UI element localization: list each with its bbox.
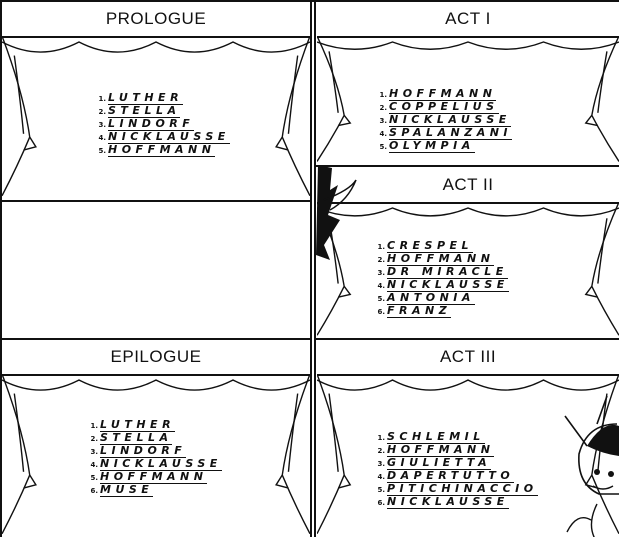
epilogue-title: EPILOGUE [2, 340, 310, 376]
cast-number: 3. [373, 458, 385, 471]
cast-number: 2. [86, 433, 98, 446]
cast-number: 1. [375, 89, 387, 102]
cast-number: 2. [94, 106, 106, 119]
act2-title: ACT II [317, 168, 619, 204]
cast-number: 5. [94, 145, 106, 158]
prologue-title: PROLOGUE [2, 2, 310, 38]
cast-number: 5. [373, 293, 385, 306]
cast-number: 5. [86, 472, 98, 485]
outer-frame-top [0, 0, 619, 2]
horizontal-divider-left-top [0, 200, 312, 202]
act1-title: ACT I [317, 2, 619, 38]
cast-item: 6.MUSE [86, 484, 222, 497]
jester-character-drawing [547, 394, 619, 537]
cast-number: 3. [86, 446, 98, 459]
cast-item: 5.HOFFMANN [94, 144, 230, 157]
cast-item: 6.NICKLAUSSE [373, 496, 538, 509]
cast-name: OLYMPIA [389, 140, 475, 153]
horizontal-divider-right-mid [316, 338, 619, 340]
cast-number: 2. [373, 254, 385, 267]
cast-name: NICKLAUSSE [387, 496, 509, 509]
cast-item: 5.OLYMPIA [375, 140, 512, 153]
cast-name: MUSE [100, 484, 153, 497]
act1-stage: 1.HOFFMANN2.COPPELIUS3.NICKLAUSSE4.SPALA… [317, 36, 619, 164]
cast-name: HOFFMANN [108, 144, 215, 157]
cast-number: 3. [375, 115, 387, 128]
cast-number: 4. [373, 280, 385, 293]
horizontal-divider-left-mid [0, 338, 312, 340]
cast-number: 1. [94, 93, 106, 106]
cast-number: 6. [373, 306, 385, 319]
cast-number: 2. [373, 445, 385, 458]
cast-number: 4. [375, 128, 387, 141]
cast-number: 4. [86, 459, 98, 472]
cast-number: 4. [94, 132, 106, 145]
cast-name: FRANZ [387, 305, 451, 318]
cast-number: 2. [375, 102, 387, 115]
act3-cast-list: 1.SCHLEMIL2.HOFFMANN3.GIULIETTA4.DAPERTU… [373, 431, 538, 509]
cast-number: 1. [373, 241, 385, 254]
cast-item: 6.FRANZ [373, 305, 509, 318]
cast-number: 4. [373, 471, 385, 484]
cast-number: 3. [373, 267, 385, 280]
cast-number: 3. [94, 119, 106, 132]
vertical-divider-2 [314, 0, 316, 537]
act3-title: ACT III [317, 340, 619, 376]
cast-number: 1. [86, 420, 98, 433]
horizontal-divider-right-top [316, 165, 619, 167]
cast-number: 6. [373, 497, 385, 510]
act1-cast-list: 1.HOFFMANN2.COPPELIUS3.NICKLAUSSE4.SPALA… [375, 88, 512, 153]
vertical-divider [310, 0, 312, 537]
cast-number: 1. [373, 432, 385, 445]
cast-number: 5. [375, 141, 387, 154]
cast-number: 6. [86, 485, 98, 498]
cast-number: 5. [373, 484, 385, 497]
outer-frame-left [0, 0, 2, 537]
feather-ornament-drawing [310, 160, 360, 270]
